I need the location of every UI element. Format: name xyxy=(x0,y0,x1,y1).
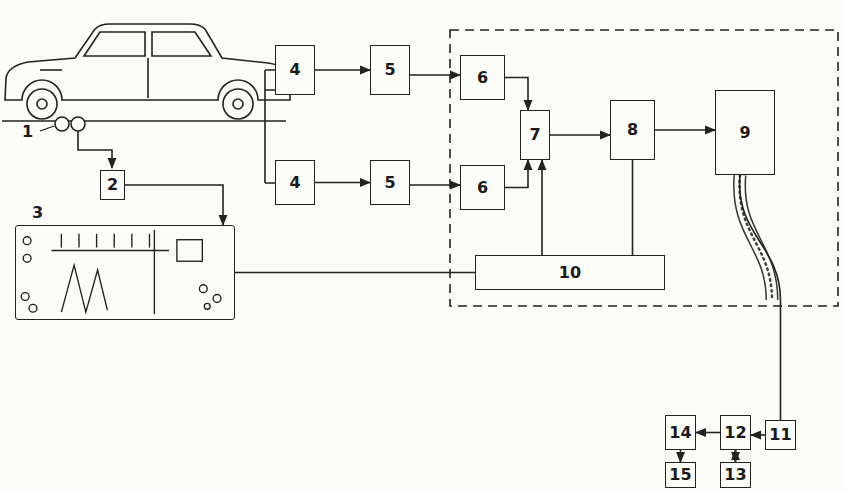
box-number: 13 xyxy=(724,466,746,484)
sensor-wire xyxy=(78,131,112,168)
connector xyxy=(735,450,737,462)
recorder-box: 9 xyxy=(715,90,775,175)
channel-box: 5 xyxy=(370,160,410,205)
box-number: 6 xyxy=(477,179,488,197)
connector xyxy=(696,432,720,434)
oscilloscope: 3 xyxy=(15,225,235,320)
connector xyxy=(751,434,765,436)
box-number: 9 xyxy=(739,124,750,142)
process-box: 14 xyxy=(665,415,696,450)
box-number: 5 xyxy=(384,61,395,79)
channel-box: 4 xyxy=(275,160,315,205)
channel-box: 6 xyxy=(460,165,505,210)
box-number: 15 xyxy=(669,466,691,484)
box-number: 4 xyxy=(289,174,300,192)
dashed-enclosure xyxy=(450,30,838,306)
sensor-rollers xyxy=(55,117,85,131)
connector xyxy=(410,184,460,186)
connector xyxy=(505,78,528,111)
connector xyxy=(740,175,781,420)
box-number: 4 xyxy=(289,61,300,79)
connector xyxy=(410,74,460,76)
box-number: 6 xyxy=(477,69,488,87)
oscilloscope-panel xyxy=(16,226,234,319)
sensor-box: 2 xyxy=(100,170,125,200)
channel-box: 5 xyxy=(370,45,410,95)
channel-box: 4 xyxy=(275,45,315,95)
connector xyxy=(505,160,528,188)
connector xyxy=(541,160,543,255)
process-box: 10 xyxy=(475,255,665,290)
connector xyxy=(655,129,715,131)
connector xyxy=(125,185,223,225)
process-box: 12 xyxy=(720,415,751,450)
leader-line xyxy=(40,126,54,131)
process-box: 8 xyxy=(610,100,655,160)
box-number: 11 xyxy=(769,426,791,444)
process-box: 15 xyxy=(665,462,696,488)
box-number: 10 xyxy=(559,264,581,282)
process-box: 11 xyxy=(765,420,796,450)
box-number: 5 xyxy=(384,174,395,192)
callout-number: 3 xyxy=(32,204,43,222)
box-number: 2 xyxy=(107,176,118,194)
box-number: 14 xyxy=(669,424,691,442)
process-box: 13 xyxy=(720,462,751,488)
box-number: 7 xyxy=(529,126,540,144)
connector xyxy=(315,182,370,184)
callout-number: 1 xyxy=(22,123,33,141)
channel-box: 6 xyxy=(460,55,505,100)
connector xyxy=(632,160,634,255)
connector xyxy=(315,69,370,71)
connector xyxy=(235,272,475,274)
process-box: 7 xyxy=(520,110,550,160)
connector xyxy=(680,450,682,462)
box-number: 8 xyxy=(627,121,638,139)
box-number: 12 xyxy=(724,424,746,442)
car-illustration xyxy=(2,24,290,121)
connector xyxy=(550,134,610,136)
paper-tape xyxy=(740,175,772,300)
